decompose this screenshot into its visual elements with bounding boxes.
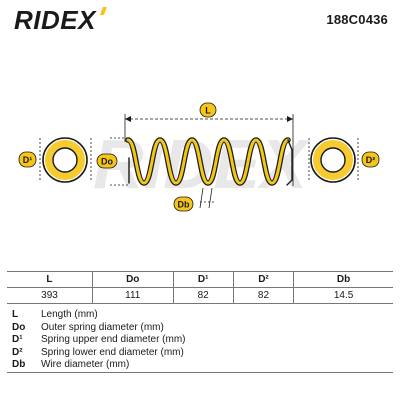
- legend-description: Wire diameter (mm): [41, 359, 130, 370]
- ridex-logo: RIDEX: [14, 5, 107, 34]
- brand-wordmark: RIDEX: [14, 5, 97, 34]
- column-header-d1: D¹: [172, 271, 234, 288]
- value-db: 14.5: [293, 287, 393, 304]
- legend-key: D¹: [12, 334, 23, 345]
- label-db: Db: [178, 200, 190, 210]
- header: RIDEX 188C0436: [0, 0, 400, 40]
- logo-accent-bar: [99, 7, 107, 15]
- legend-item: Do Outer spring diameter (mm): [12, 322, 186, 335]
- label-d2: D²: [366, 155, 376, 165]
- coil-spring: [125, 137, 293, 186]
- legend: L Length (mm) Do Outer spring diameter (…: [12, 309, 186, 372]
- value-d2: 82: [232, 287, 294, 304]
- legend-key: D²: [12, 346, 23, 358]
- label-d2-badge: [361, 151, 380, 168]
- label-d1-badge: [18, 151, 37, 168]
- label-l-badge: [199, 102, 217, 118]
- column-header-l: L: [7, 271, 93, 288]
- legend-item: D¹ Spring upper end diameter (mm): [12, 334, 186, 347]
- value-d1: 82: [172, 287, 234, 304]
- column-header-do: Do: [91, 271, 174, 288]
- table-row: 393 111 82 82 14.5: [7, 287, 393, 304]
- legend-key: Do: [12, 321, 26, 333]
- legend-description: Outer spring diameter (mm): [41, 321, 164, 333]
- legend-description: Length (mm): [41, 309, 98, 320]
- column-header-db: Db: [293, 271, 393, 288]
- legend-description: Spring upper end diameter (mm): [41, 334, 186, 345]
- label-db-badge: [173, 196, 194, 212]
- upper-end-ring: D¹: [18, 137, 92, 183]
- spec-table-header: L Do D¹ D² Db: [7, 271, 393, 288]
- legend-item: D² Spring lower end diameter (mm): [12, 347, 186, 360]
- legend-key: Db: [12, 359, 26, 370]
- bottom-divider: [7, 372, 393, 373]
- spring-diagram: RIDEX D¹ D² L Do: [18, 102, 380, 212]
- wire-diameter-dimension: Db: [173, 187, 215, 212]
- part-number: 188C0436: [326, 12, 388, 27]
- legend-description: Spring lower end diameter (mm): [41, 346, 184, 358]
- legend-key: L: [12, 309, 19, 320]
- length-dimension: L: [124, 102, 294, 186]
- spec-table: L Do D¹ D² Db 393 111 82 82 14.5: [7, 271, 393, 304]
- label-do-badge: [96, 153, 118, 169]
- value-do: 111: [91, 287, 174, 304]
- label-d1: D¹: [23, 155, 33, 165]
- label-do: Do: [101, 157, 113, 167]
- legend-item: L Length (mm): [12, 309, 186, 322]
- label-l: L: [205, 106, 211, 116]
- column-header-d2: D²: [232, 271, 294, 288]
- value-l: 393: [7, 287, 93, 304]
- legend-item: Db Wire diameter (mm): [12, 359, 186, 372]
- lower-end-ring: D²: [308, 137, 380, 183]
